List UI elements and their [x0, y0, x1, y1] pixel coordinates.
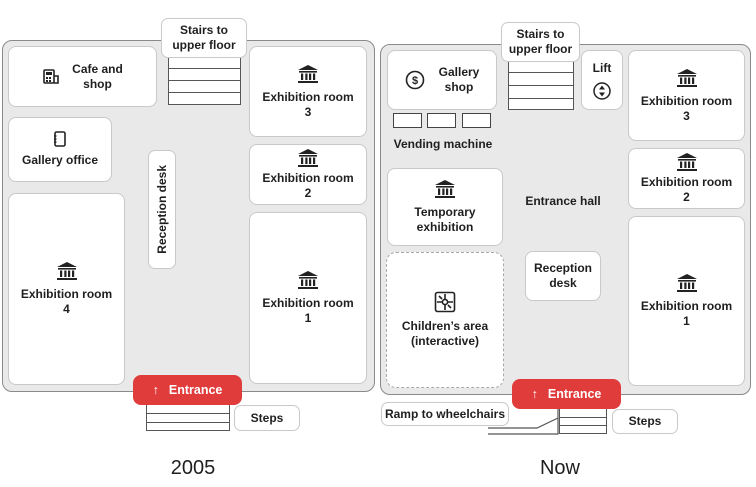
entrance-label: Entrance: [168, 383, 223, 397]
reception-desk-label: Reception desk: [154, 165, 169, 254]
stairs-2005: [168, 55, 241, 105]
vending-machine-label: Vending machine: [393, 137, 493, 151]
steps-label-now: Steps: [612, 409, 678, 434]
gallery-shop: $ Gallery shop: [387, 50, 497, 110]
svg-text:$: $: [412, 75, 418, 87]
ramp-label: Ramp to wheelchairs: [381, 402, 509, 426]
museum-icon: [435, 180, 455, 198]
cafe-and-shop: Cafe and shop: [8, 46, 157, 107]
exhibition-room-1-2005: Exhibition room 1: [249, 212, 367, 384]
museum-icon: [676, 274, 697, 292]
wheelchair-ramp: [488, 409, 559, 435]
temporary-exhibition-label: Temporary exhibition: [414, 205, 476, 234]
childrens-area: Children’s area (interactive): [386, 252, 504, 388]
gallery-shop-label: Gallery shop: [438, 65, 480, 94]
arrow-up-icon: ↑: [152, 383, 159, 397]
entrance-hall-label: Entrance hall: [525, 194, 601, 208]
exhibition-room-4-label: Exhibition room 4: [20, 287, 113, 316]
museum-icon: [676, 153, 697, 171]
exhibition-room-1-now: Exhibition room 1: [628, 216, 745, 386]
notebook-icon: [54, 131, 66, 147]
exhibition-room-3-now: Exhibition room 3: [628, 50, 745, 141]
gallery-office-label: Gallery office: [21, 153, 99, 167]
entrance-label: Entrance: [547, 387, 602, 401]
lift: Lift: [581, 50, 623, 110]
caption-now: Now: [539, 457, 580, 479]
entrance-2005: ↑ Entrance: [133, 375, 242, 405]
stairs-label-2005: Stairs to upper floor: [161, 18, 247, 58]
exhibition-room-2-label: Exhibition room 2: [262, 171, 354, 200]
exhibition-room-3-label: Exhibition room 3: [640, 93, 733, 123]
dollar-coin-icon: $: [405, 70, 424, 90]
museum-icon: [56, 262, 77, 280]
reception-desk-now: Reception desk: [525, 251, 601, 301]
exhibition-room-2-2005: Exhibition room 2: [249, 144, 367, 205]
temporary-exhibition: Temporary exhibition: [387, 168, 503, 246]
lift-label: Lift: [592, 60, 612, 75]
vending-machine-slots: [393, 113, 493, 130]
cash-register-icon: [43, 68, 59, 84]
caption-2005: 2005: [170, 457, 216, 479]
steps-label-2005: Steps: [234, 405, 300, 431]
cafe-and-shop-label: Cafe and shop: [72, 61, 123, 91]
childrens-area-label: Children’s area (interactive): [401, 319, 489, 348]
exhibition-room-3-2005: Exhibition room 3: [249, 46, 367, 137]
exhibition-room-3-label: Exhibition room 3: [262, 89, 354, 119]
reception-desk-label: Reception desk: [533, 261, 592, 290]
reception-desk-2005: Reception desk: [148, 150, 176, 269]
museum-icon: [298, 271, 318, 289]
arrow-up-icon: ↑: [531, 387, 538, 401]
stairs-label-now: Stairs to upper floor: [501, 22, 580, 62]
steps-2005: [146, 405, 230, 431]
museum-icon: [676, 68, 697, 87]
exhibition-room-4-2005: Exhibition room 4: [8, 193, 125, 385]
stairs-now: [508, 58, 574, 110]
steps-now: [559, 409, 607, 434]
exhibition-room-1-label: Exhibition room 1: [262, 296, 354, 325]
puzzle-icon: [434, 291, 456, 313]
gallery-office: Gallery office: [8, 117, 112, 182]
exhibition-room-2-now: Exhibition room 2: [628, 148, 745, 209]
lift-arrows-icon: [593, 81, 611, 100]
museum-icon: [298, 149, 318, 167]
museum-icon: [298, 64, 318, 83]
entrance-now: ↑ Entrance: [512, 379, 621, 409]
exhibition-room-1-label: Exhibition room 1: [640, 299, 733, 328]
exhibition-room-2-label: Exhibition room 2: [640, 175, 733, 204]
